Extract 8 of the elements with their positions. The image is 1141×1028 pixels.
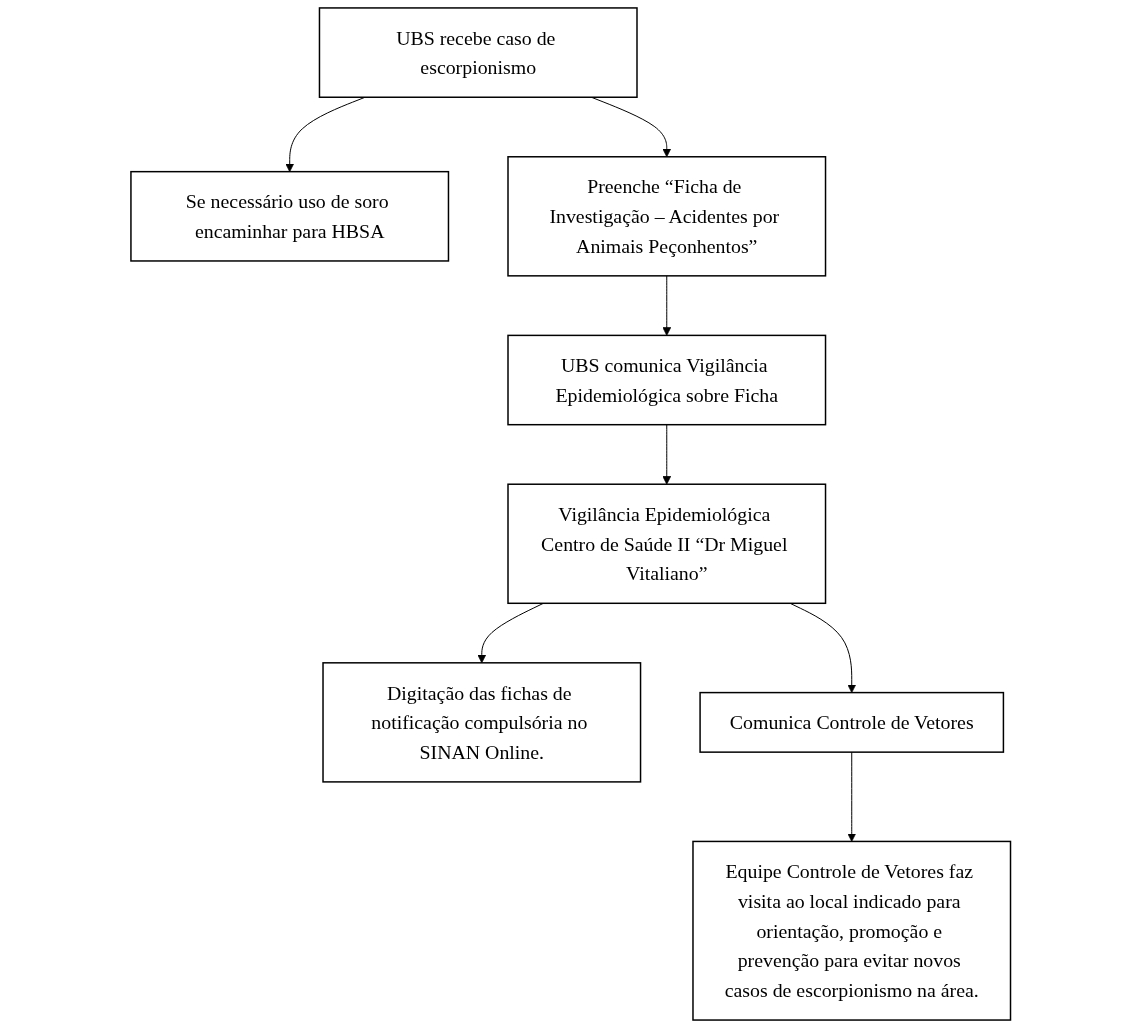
node-box: Equipe Controle de Vetores faz visita ao local indicado para orientação, promoção e prevenção para evitar novos casos de escorpionismo na área. — [692, 840, 1012, 1021]
node-box: UBS comunica Vigilância Epidemiológica sobre Ficha — [507, 334, 827, 426]
node-box: UBS recebe caso de escorpionismo — [318, 7, 638, 98]
node-box: Preenche “Ficha de Investigação – Acidentes por Animais Peçonhentos” — [507, 156, 827, 277]
node-box: Vigilância Epidemiológica Centro de Saúde II “Dr Miguel Vitaliano” — [507, 483, 827, 605]
node-box: Digitação das fichas de notificação compulsória no SINAN Online. — [322, 662, 642, 783]
node-box: Comunica Controle de Vetores — [699, 691, 1004, 753]
node-box: Se necessário uso de soro encaminhar para HBSA — [129, 170, 449, 262]
